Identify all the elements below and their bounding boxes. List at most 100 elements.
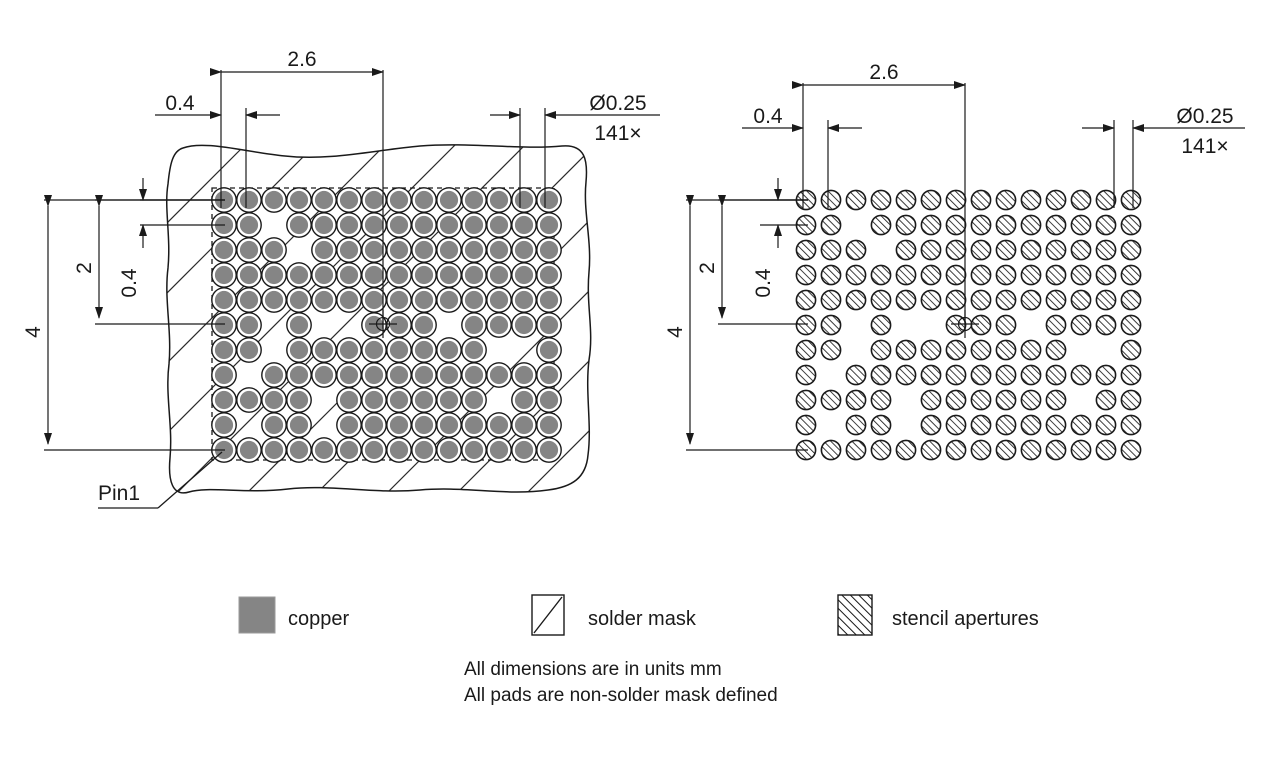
left-side-dimensions <box>44 178 225 451</box>
copper-pad <box>311 437 337 463</box>
copper-pad <box>211 312 237 338</box>
copper-pad <box>511 412 537 438</box>
copper-pad <box>236 312 262 338</box>
stencil-aperture <box>1020 214 1042 236</box>
stencil-aperture <box>945 439 967 461</box>
legend-label-stencil-apertures: stencil apertures <box>892 608 1039 630</box>
copper-pad <box>411 212 437 238</box>
right-dim-diameter: Ø0.25 <box>1176 105 1233 128</box>
stencil-aperture <box>1045 339 1067 361</box>
stencil-aperture <box>995 314 1017 336</box>
stencil-aperture <box>870 414 892 436</box>
copper-pad <box>461 237 487 263</box>
stencil-aperture <box>970 214 992 236</box>
stencil-aperture <box>845 239 867 261</box>
stencil-aperture <box>995 439 1017 461</box>
stencil-aperture <box>895 264 917 286</box>
stencil-aperture <box>820 389 842 411</box>
stencil-aperture <box>1120 339 1142 361</box>
copper-pad <box>286 262 312 288</box>
stencil-aperture <box>920 264 942 286</box>
copper-pad <box>386 212 412 238</box>
copper-pad <box>386 237 412 263</box>
stencil-aperture <box>845 439 867 461</box>
stencil-aperture <box>1095 314 1117 336</box>
stencil-aperture <box>820 289 842 311</box>
left-dim-diameter-count: 141× <box>594 122 641 145</box>
stencil-aperture <box>1045 239 1067 261</box>
copper-pad <box>211 262 237 288</box>
stencil-aperture <box>995 239 1017 261</box>
stencil-aperture <box>945 414 967 436</box>
stencil-aperture <box>870 364 892 386</box>
copper-pad <box>511 212 537 238</box>
stencil-aperture <box>995 189 1017 211</box>
note-line-2: All pads are non-solder mask defined <box>464 685 778 706</box>
legend: copper solder mask stencil apertures <box>238 594 1039 636</box>
stencil-aperture <box>1045 414 1067 436</box>
stencil-aperture <box>1095 214 1117 236</box>
stencil-aperture <box>920 439 942 461</box>
stencil-aperture <box>920 189 942 211</box>
stencil-aperture <box>1070 239 1092 261</box>
stencil-aperture <box>1120 364 1142 386</box>
copper-pad <box>486 312 512 338</box>
stencil-aperture <box>795 314 817 336</box>
stencil-aperture <box>795 289 817 311</box>
copper-pad <box>536 412 562 438</box>
left-dim-top-pitch: 0.4 <box>165 92 195 115</box>
right-view-group: 2.6 0.4 Ø0.25 141× 4 2 0.4 <box>664 61 1245 461</box>
copper-pad <box>261 362 287 388</box>
stencil-aperture <box>1045 264 1067 286</box>
copper-pad <box>461 387 487 413</box>
stencil-aperture <box>1020 239 1042 261</box>
copper-pad <box>236 237 262 263</box>
stencil-aperture <box>995 214 1017 236</box>
copper-pad <box>236 337 262 363</box>
copper-pad <box>361 337 387 363</box>
copper-pad <box>411 312 437 338</box>
copper-pad <box>386 362 412 388</box>
stencil-aperture <box>920 414 942 436</box>
copper-pad <box>511 237 537 263</box>
legend-swatch-copper <box>238 596 276 634</box>
stencil-aperture <box>920 364 942 386</box>
copper-pad <box>486 212 512 238</box>
stencil-aperture <box>870 389 892 411</box>
stencil-aperture <box>970 264 992 286</box>
stencil-aperture <box>1120 189 1142 211</box>
copper-pad <box>361 262 387 288</box>
stencil-aperture <box>1020 364 1042 386</box>
stencil-aperture <box>995 389 1017 411</box>
copper-pad <box>511 287 537 313</box>
stencil-aperture <box>870 214 892 236</box>
copper-pad <box>361 287 387 313</box>
stencil-aperture <box>1095 389 1117 411</box>
stencil-aperture <box>970 439 992 461</box>
stencil-aperture <box>845 289 867 311</box>
stencil-aperture <box>1120 389 1142 411</box>
copper-pad <box>286 437 312 463</box>
copper-pad <box>286 362 312 388</box>
right-dim-diameter-count: 141× <box>1181 135 1228 158</box>
stencil-aperture <box>1120 314 1142 336</box>
stencil-aperture <box>970 239 992 261</box>
legend-label-solder-mask: solder mask <box>588 608 697 630</box>
stencil-aperture <box>1020 439 1042 461</box>
stencil-aperture <box>1095 264 1117 286</box>
copper-pad <box>486 187 512 213</box>
copper-pad <box>436 212 462 238</box>
copper-pad <box>461 412 487 438</box>
copper-pad <box>236 187 262 213</box>
stencil-aperture <box>895 289 917 311</box>
stencil-aperture <box>995 289 1017 311</box>
copper-pad <box>361 387 387 413</box>
stencil-aperture <box>820 239 842 261</box>
copper-pad <box>311 212 337 238</box>
copper-pad <box>286 212 312 238</box>
copper-pad <box>511 437 537 463</box>
right-dim-top-pitch: 0.4 <box>753 105 783 128</box>
copper-pad <box>261 237 287 263</box>
copper-pad <box>486 437 512 463</box>
